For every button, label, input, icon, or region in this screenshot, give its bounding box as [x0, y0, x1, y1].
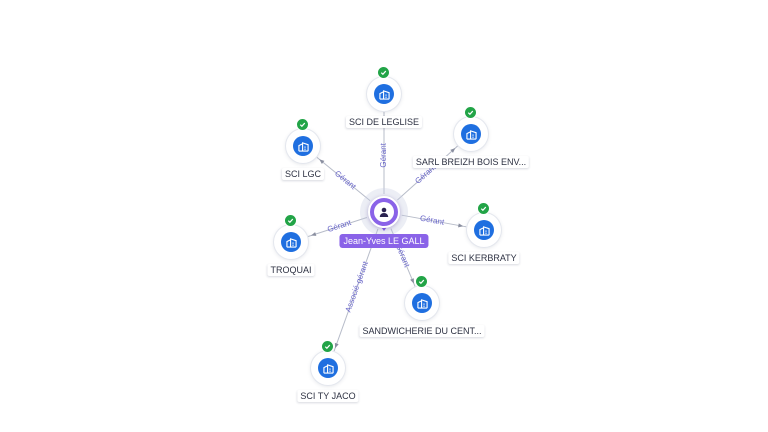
building-icon	[293, 136, 313, 156]
building-icon	[318, 358, 338, 378]
building-icon	[281, 232, 301, 252]
edge-arrow-sarl-breizh	[450, 148, 456, 153]
edge-arrow-troquai	[310, 232, 317, 236]
company-name[interactable]: SCI LGC	[281, 168, 325, 180]
company-name[interactable]: SARL BREIZH BOIS ENV...	[412, 156, 530, 168]
company-name[interactable]: SCI KERBRATY	[448, 252, 520, 264]
edge-label-sci-ty-jaco: Associé-gérant	[344, 259, 371, 313]
edge-sci-lgc	[316, 156, 371, 202]
company-node-circle[interactable]	[311, 340, 345, 385]
edge-arrow-sandwicherie	[410, 278, 414, 284]
verified-check-icon	[321, 340, 334, 353]
company-node-circle[interactable]	[286, 118, 320, 163]
edge-sci-ty-jaco	[333, 228, 379, 352]
edge-arrow-sci-kerbraty	[458, 223, 464, 228]
verified-check-icon	[464, 106, 477, 119]
verified-check-icon	[296, 118, 309, 131]
company-node-circle[interactable]	[454, 106, 488, 151]
building-icon	[461, 124, 481, 144]
company-node-circle[interactable]	[405, 275, 439, 320]
building-icon	[374, 84, 394, 104]
edge-label-sci-de-leglise: Gérant	[379, 142, 388, 167]
person-icon[interactable]	[368, 196, 400, 228]
edge-label-troquai: Gérant	[326, 218, 353, 234]
verified-check-icon	[284, 214, 297, 227]
company-name[interactable]: TROQUAI	[267, 264, 315, 276]
edge-arrow-sci-ty-jaco	[334, 342, 339, 349]
edge-troquai	[307, 217, 368, 237]
verified-check-icon	[477, 202, 490, 215]
company-node-circle[interactable]	[467, 202, 501, 247]
company-node-circle[interactable]	[367, 66, 401, 111]
company-name[interactable]: SANDWICHERIE DU CENT...	[359, 325, 485, 337]
company-node-circle[interactable]	[274, 214, 308, 259]
building-icon	[412, 293, 432, 313]
company-name[interactable]: SCI DE LEGLISE	[345, 116, 423, 128]
edge-sarl-breizh	[397, 145, 458, 201]
edge-arrow-sci-lgc	[319, 159, 325, 164]
person-name-label[interactable]: Jean-Yves LE GALL	[339, 234, 429, 248]
building-icon	[474, 220, 494, 240]
company-name[interactable]: SCI TY JACO	[297, 390, 359, 402]
edge-label-sci-kerbraty: Gérant	[419, 214, 445, 227]
edge-sci-kerbraty	[401, 214, 467, 228]
verified-check-icon	[377, 66, 390, 79]
verified-check-icon	[415, 275, 428, 288]
